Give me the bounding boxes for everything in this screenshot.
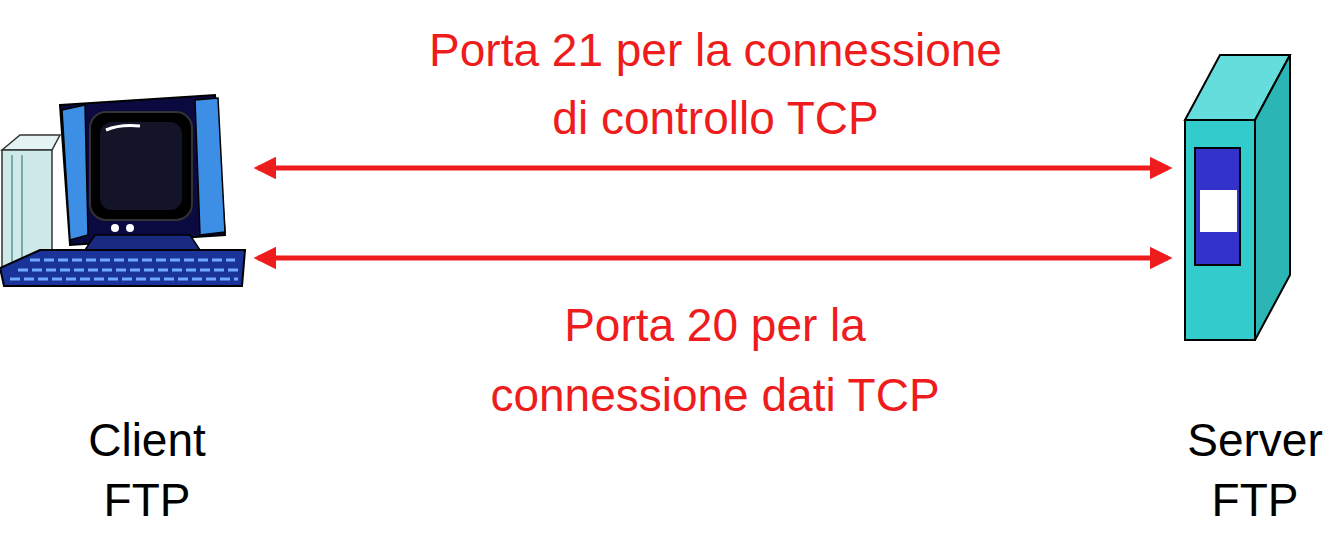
server-icon [1168,40,1333,350]
tcp-connection-arrow [258,256,1168,261]
host-label: Server FTP [1175,410,1333,530]
port-label-box: Porta 20 per la connessione dati TCP [465,290,965,430]
computer-icon [0,0,260,300]
port-label: Porta 20 per la connessione dati TCP [490,299,939,421]
tcp-connection-arrow [258,166,1168,171]
host-node: Server FTP [1168,40,1333,533]
port-label-box: Porta 21 per la connessione di controllo… [418,16,1013,152]
host-node: Client FTP [0,100,258,533]
port-label: Porta 21 per la connessione di controllo… [429,24,1002,144]
host-label: Client FTP [67,410,227,530]
